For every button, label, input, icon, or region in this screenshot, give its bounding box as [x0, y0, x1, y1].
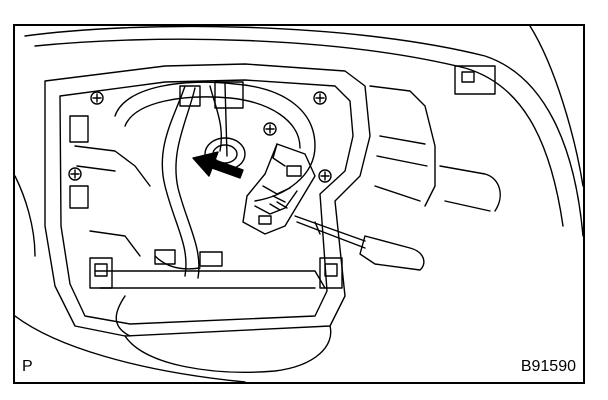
screwdriver-tool: [294, 215, 425, 271]
wire-harness: [115, 81, 244, 337]
right-trim-panel: [369, 65, 501, 212]
view-letter-label: P: [22, 358, 33, 375]
airbag-connector: [242, 143, 316, 235]
figure-reference-code: B91590: [520, 358, 576, 375]
steering-wheel-rim: [15, 26, 583, 382]
mounting-brackets: [69, 115, 343, 289]
removal-direction-arrow: [192, 151, 244, 179]
diagram-frame: P B91590: [13, 24, 585, 384]
screw-heads: [68, 91, 332, 183]
lower-spoke: [15, 175, 332, 373]
steering-pad-housing: [44, 63, 371, 337]
steering-wheel-pad-removal-illustration: [15, 26, 583, 382]
